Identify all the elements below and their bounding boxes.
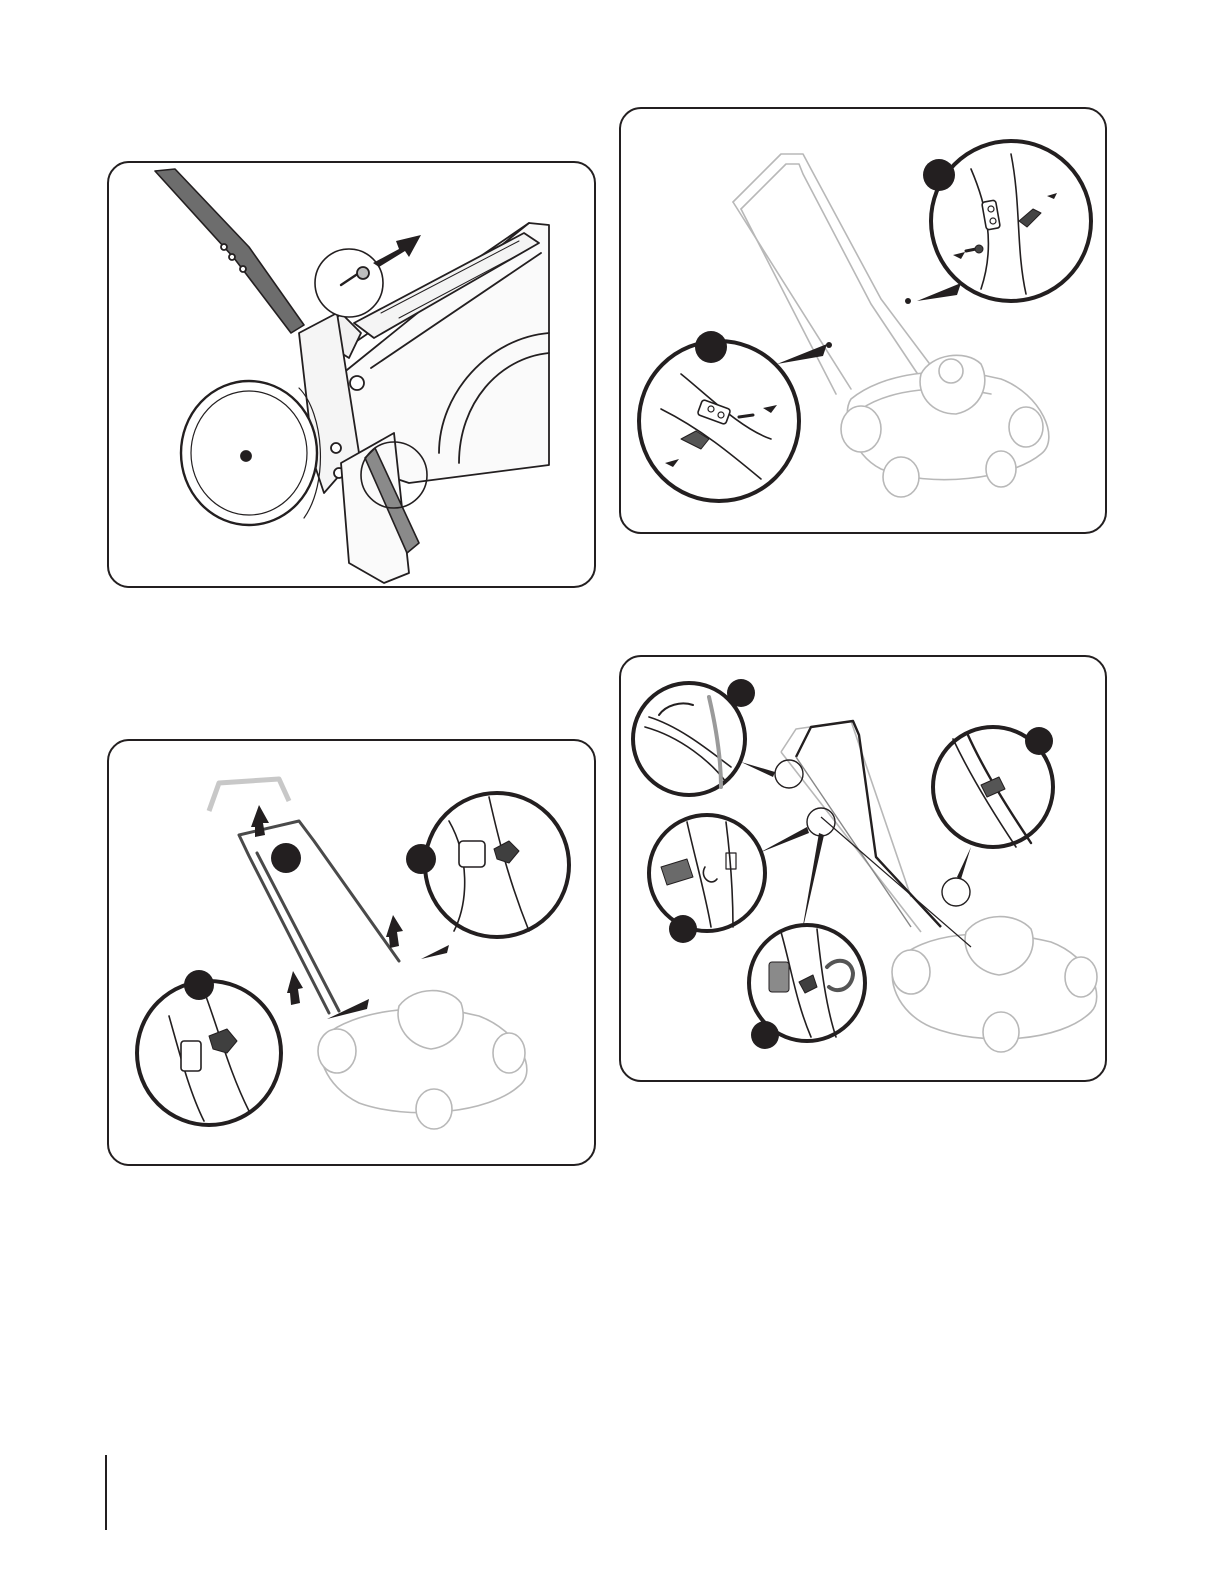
figure-1-illustration xyxy=(109,163,596,588)
callout-badge xyxy=(695,331,727,363)
detail-circle-lower xyxy=(137,981,281,1125)
detail-circle-cable-clip xyxy=(649,815,765,931)
figure-remove-shipping-pin xyxy=(107,161,596,588)
callout-badge xyxy=(727,679,755,707)
pin-detail-circle xyxy=(315,249,383,317)
lower-handle-bar xyxy=(155,169,304,333)
detail-circle-handle-grip xyxy=(633,683,745,795)
detail-circle-lower xyxy=(639,341,799,501)
figure-2-illustration xyxy=(621,109,1107,534)
figure-4-illustration xyxy=(621,657,1107,1082)
detail-circle-upper xyxy=(931,141,1091,301)
figure-lower-handle-attachment xyxy=(619,107,1107,534)
figure-3-illustration xyxy=(109,741,596,1166)
callout-badge xyxy=(669,915,697,943)
callout-badge xyxy=(751,1021,779,1049)
pull-arrow-icon xyxy=(373,235,421,267)
detail-circle-upper xyxy=(425,793,569,937)
callout-badge xyxy=(923,159,955,191)
callout-badge xyxy=(271,843,301,873)
callout-badge xyxy=(1025,727,1053,755)
figure-raise-handle-and-lock-knobs xyxy=(107,739,596,1166)
callout-badge xyxy=(184,970,214,1000)
figure-upper-handle-and-cable-ties xyxy=(619,655,1107,1082)
callout-badge xyxy=(406,844,436,874)
page-margin-rule xyxy=(105,1455,107,1530)
